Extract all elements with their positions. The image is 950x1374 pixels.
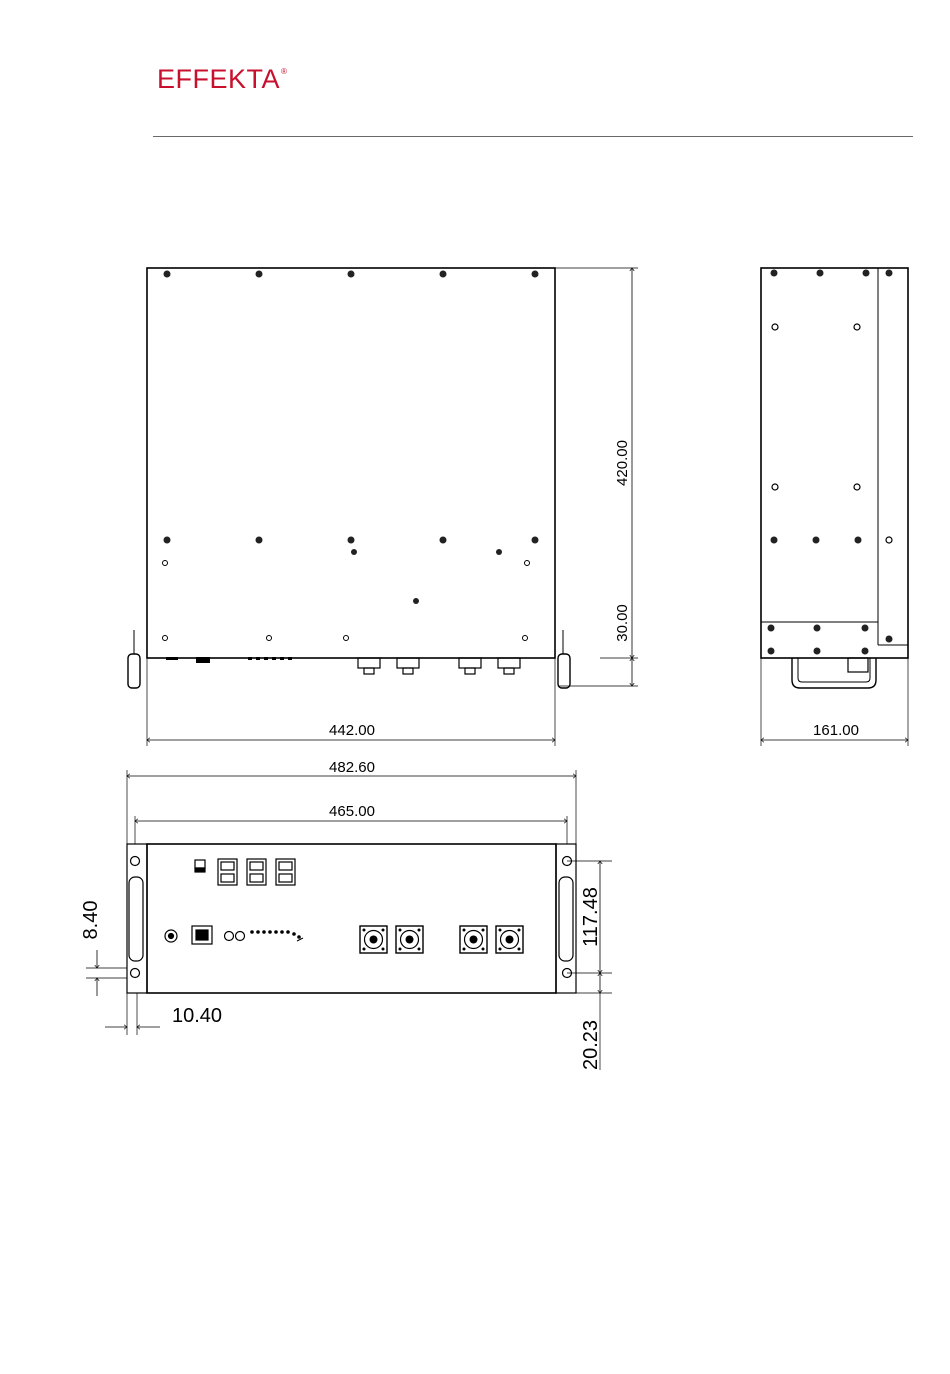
side-view-body <box>761 268 908 658</box>
dim-side-depth: 161.00 <box>813 722 859 739</box>
power-connectors <box>360 926 523 953</box>
side-handle <box>792 658 876 688</box>
dim-front-total: 482.60 <box>329 759 375 776</box>
dim-top-handle: 30.00 <box>614 604 631 642</box>
dim-front-hole-offset: 20.23 <box>580 1020 602 1070</box>
top-view: 420.00 30.00 442.00 <box>128 268 638 746</box>
dim-top-width: 442.00 <box>329 722 375 739</box>
front-view: 482.60 465.00 117.48 20.23 8.40 10.40 <box>80 759 612 1070</box>
dim-front-mount: 465.00 <box>329 803 375 820</box>
front-view-body <box>147 844 556 993</box>
top-view-body <box>147 268 555 658</box>
dim-front-height: 117.48 <box>580 887 602 947</box>
dim-ear-horizontal: 10.40 <box>172 1005 222 1027</box>
handle-right <box>558 654 570 688</box>
side-view: 161.00 <box>761 268 908 746</box>
handle-left <box>128 654 140 688</box>
rack-ear-left <box>127 844 147 993</box>
dim-top-height: 420.00 <box>614 440 631 486</box>
dim-ear-vertical: 8.40 <box>80 901 102 940</box>
